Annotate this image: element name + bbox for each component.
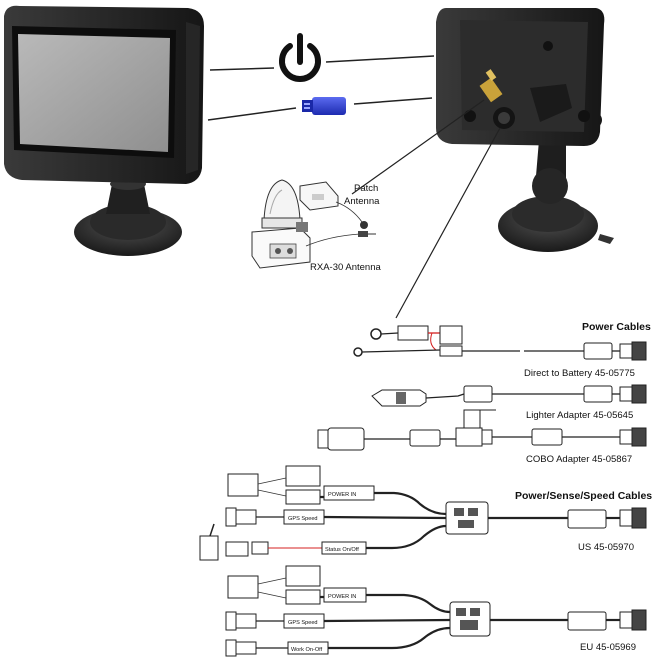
us-power-in-label: POWER IN (328, 492, 356, 498)
power-cables-header: Power Cables (582, 321, 651, 333)
eu-gps-speed-label: GPS Speed (288, 620, 318, 626)
display-front-image (4, 5, 204, 256)
eu-work-on-off-label: Work On-Off (291, 647, 323, 653)
lighter-adapter-cable (371, 384, 647, 407)
direct-to-battery-cable (353, 325, 647, 361)
patch-antenna-label-line1: Patch (354, 183, 378, 194)
rxa30-antenna-label: RXA-30 Antenna (310, 262, 381, 273)
eu-cable-label: EU 45-05969 (580, 642, 636, 653)
power-icon (279, 33, 321, 82)
rxa30-antenna-image (251, 179, 376, 269)
us-cable (199, 465, 647, 561)
us-gps-speed-label: GPS Speed (288, 516, 318, 522)
cobo-adapter-cable (317, 409, 647, 451)
eu-power-in-label: POWER IN (328, 594, 356, 600)
patch-antenna-label-line2: Antenna (344, 196, 380, 207)
power-sense-speed-header: Power/Sense/Speed Cables (515, 490, 652, 502)
patch-antenna-image (299, 181, 368, 229)
eu-cable (225, 565, 647, 657)
us-status-on-off-label: Status On/Off (325, 547, 359, 553)
display-rear-image (436, 8, 614, 252)
us-cable-label: US 45-05970 (578, 542, 634, 553)
direct-to-battery-label: Direct to Battery 45-05775 (524, 368, 635, 379)
usb-drive-icon (302, 97, 346, 115)
cobo-adapter-label: COBO Adapter 45-05867 (526, 454, 632, 465)
lighter-adapter-label: Lighter Adapter 45-05645 (526, 410, 633, 421)
